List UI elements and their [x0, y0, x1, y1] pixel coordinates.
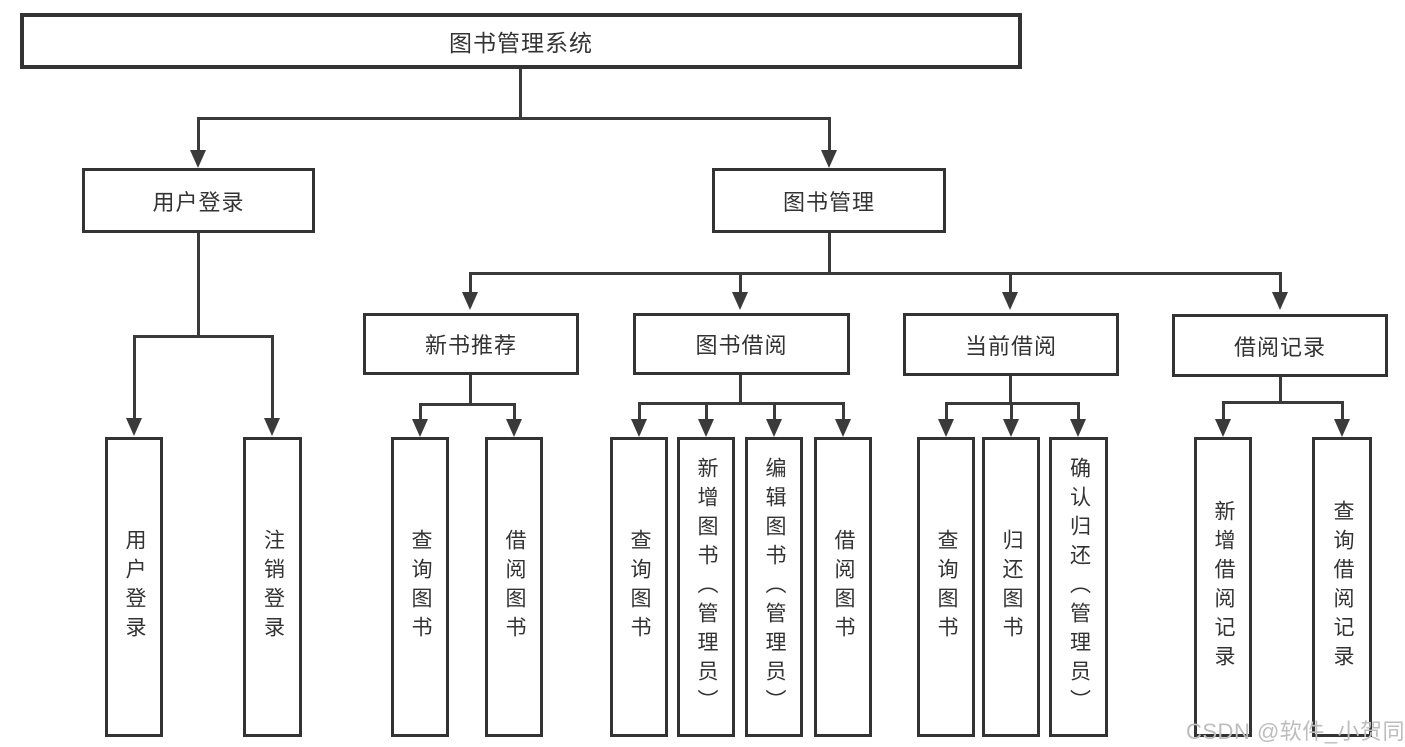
arrowhead-down	[1215, 419, 1231, 437]
leaf-bb-add-books-admin-label: 新增图书（管理员）	[695, 456, 719, 718]
arrowhead-down	[631, 419, 647, 437]
connector-line	[945, 403, 948, 420]
connector-line	[638, 403, 641, 420]
leaf-logout-login-label: 注销登录	[261, 529, 285, 645]
node-new-book-recommend-label: 新书推荐	[424, 333, 517, 358]
arrowhead-down	[766, 419, 782, 437]
leaf-nbr-borrow-books-label: 借阅图书	[503, 529, 527, 645]
arrowhead-down	[1002, 292, 1018, 310]
arrowhead-down	[506, 419, 522, 437]
leaf-br-add-borrow-record-label: 新增借阅记录	[1212, 500, 1236, 674]
node-user-login: 用户登录	[82, 168, 315, 233]
leaf-nbr-query-books-label: 查询图书	[409, 529, 433, 645]
leaf-br-query-borrow-record-label: 查询借阅记录	[1331, 500, 1355, 674]
arrowhead-down	[264, 418, 280, 436]
connector-line	[1010, 403, 1013, 420]
node-book-borrow-label: 图书借阅	[695, 333, 788, 358]
connector-line	[519, 68, 522, 120]
arrowhead-down	[190, 150, 206, 168]
node-book-management: 图书管理	[712, 168, 946, 233]
leaf-bb-edit-books-admin-label: 编辑图书（管理员）	[763, 456, 787, 718]
arrowhead-down	[1070, 419, 1086, 437]
leaf-bb-query-books-label: 查询图书	[628, 529, 652, 645]
connector-line	[419, 403, 516, 406]
connector-line	[739, 374, 742, 404]
arrowhead-down	[1334, 419, 1350, 437]
connector-line	[1341, 402, 1344, 420]
leaf-cb-return-books-label: 归还图书	[1000, 529, 1024, 645]
connector-line	[133, 336, 136, 420]
node-user-login-label: 用户登录	[152, 189, 245, 215]
connector-line	[842, 403, 845, 420]
leaf-user-login-label: 用户登录	[123, 529, 147, 645]
node-root-label: 图书管理系统	[449, 30, 593, 56]
leaf-cb-query-books-label: 查询图书	[935, 529, 959, 645]
connector-line	[1009, 273, 1012, 294]
arrowhead-down	[1003, 419, 1019, 437]
connector-line	[1009, 374, 1012, 404]
leaf-bb-query-books: 查询图书	[610, 437, 668, 737]
connector-line	[773, 403, 776, 420]
connector-line	[197, 118, 200, 152]
connector-line	[1077, 403, 1080, 420]
arrowhead-down	[938, 419, 954, 437]
arrowhead-down	[835, 419, 851, 437]
connector-line	[1222, 402, 1225, 420]
leaf-logout-login: 注销登录	[243, 437, 302, 737]
arrowhead-down	[1272, 292, 1288, 310]
node-root: 图书管理系统	[20, 13, 1022, 69]
leaf-bb-borrow-books-label: 借阅图书	[832, 529, 856, 645]
arrowhead-down	[698, 419, 714, 437]
connector-line	[271, 336, 274, 420]
connector-line	[828, 118, 831, 152]
connector-line	[197, 117, 831, 120]
leaf-nbr-query-books: 查询图书	[391, 437, 449, 737]
csdn-watermark: CSDN @软件_小贺同学	[1186, 719, 1405, 744]
node-book-management-label: 图书管理	[782, 189, 875, 215]
arrowhead-down	[462, 292, 478, 310]
arrowhead-down	[821, 150, 837, 168]
connector-line	[197, 231, 200, 338]
leaf-br-add-borrow-record: 新增借阅记录	[1194, 437, 1252, 737]
connector-line	[1222, 401, 1344, 404]
connector-line	[419, 404, 422, 420]
arrowhead-down	[732, 292, 748, 310]
node-borrow-records-label: 借阅记录	[1233, 334, 1326, 360]
leaf-bb-borrow-books: 借阅图书	[814, 437, 872, 737]
connector-line	[513, 404, 516, 420]
node-book-borrow: 图书借阅	[633, 313, 850, 375]
connector-line	[739, 273, 742, 294]
leaf-bb-add-books-admin: 新增图书（管理员）	[677, 437, 735, 737]
arrowhead-down	[412, 419, 428, 437]
connector-line	[1279, 375, 1282, 403]
connector-line	[638, 402, 845, 405]
leaf-cb-return-books: 归还图书	[982, 437, 1040, 737]
connector-line	[469, 273, 472, 294]
leaf-br-query-borrow-record: 查询借阅记录	[1312, 437, 1372, 737]
connector-line	[1279, 273, 1282, 294]
leaf-cb-confirm-return-admin-label: 确认归还（管理员）	[1067, 456, 1091, 718]
node-current-borrow-label: 当前借阅	[964, 333, 1057, 359]
node-current-borrow: 当前借阅	[903, 313, 1119, 376]
connector-line	[828, 231, 831, 275]
connector-line	[469, 272, 1282, 275]
connector-line	[133, 335, 274, 338]
connector-line	[705, 403, 708, 420]
leaf-cb-confirm-return-admin: 确认归还（管理员）	[1049, 437, 1108, 737]
leaf-nbr-borrow-books: 借阅图书	[485, 437, 543, 737]
node-borrow-records: 借阅记录	[1172, 314, 1388, 377]
connector-line	[469, 374, 472, 405]
leaf-cb-query-books: 查询图书	[917, 437, 975, 737]
leaf-user-login: 用户登录	[105, 437, 163, 737]
leaf-bb-edit-books-admin: 编辑图书（管理员）	[745, 437, 803, 737]
arrowhead-down	[126, 418, 142, 436]
node-new-book-recommend: 新书推荐	[363, 313, 579, 375]
